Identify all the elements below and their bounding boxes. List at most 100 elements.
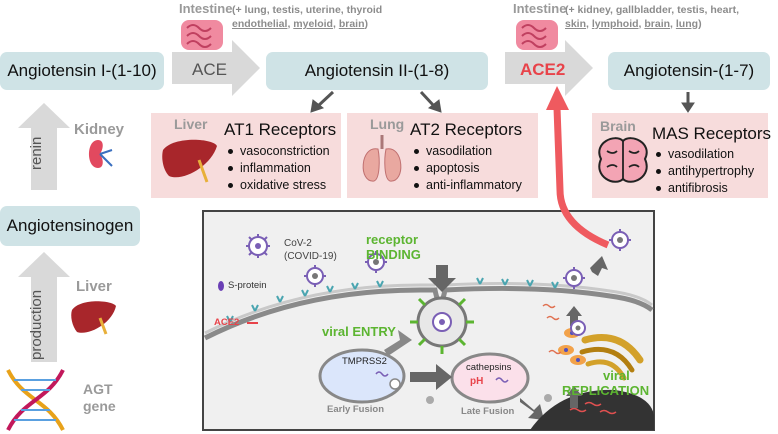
tmprss2-label: TMPRSS2: [342, 356, 387, 367]
mas-effect: antihypertrophy: [654, 163, 754, 180]
renin-arrow: [18, 103, 70, 190]
late-fusion-label: Late Fusion: [461, 406, 515, 417]
viral-entry-label: viral ENTRY: [322, 324, 396, 339]
arrow-to-mas: [681, 92, 695, 113]
production-label: production: [28, 289, 45, 360]
viral-label: viral: [603, 368, 630, 383]
at2-effects: vasodilation apoptosis anti-inflammatory: [412, 143, 522, 194]
intestine-left-line1: (+ lung, testis, uterine, thyroid: [232, 4, 383, 16]
mas-effect: antifibrosis: [654, 180, 754, 197]
at2-effect: apoptosis: [412, 160, 522, 177]
ace2-marker-label: ACE2: [214, 317, 240, 328]
mas-effects: vasodilation antihypertrophy antifibrosi…: [654, 146, 754, 197]
at1-title: AT1 Receptors: [224, 120, 337, 139]
liver-label-left: Liver: [76, 278, 112, 295]
cell-membrane: [203, 285, 654, 341]
intestine-right-item: skin: [565, 18, 587, 30]
agt-label-1: AGT: [83, 381, 113, 397]
angiotensin-17-box: Angiotensin-(1-7): [608, 52, 770, 90]
production-arrow: [18, 252, 70, 362]
at2-effect: vasodilation: [412, 143, 522, 160]
virus-4: [609, 229, 631, 251]
angiotensinogen-label: Angiotensinogen: [6, 216, 134, 235]
kidney-label: Kidney: [74, 121, 125, 138]
at2-effect: anti-inflammatory: [412, 177, 522, 194]
virus-3: [563, 267, 585, 289]
at2-title: AT2 Receptors: [410, 120, 523, 139]
replication-label: REPLICATION: [562, 383, 650, 398]
intestine-right-close: ): [698, 18, 702, 30]
exit-arrow: [590, 256, 608, 276]
intestine-left-item: myeloid: [293, 18, 333, 30]
intestine-left-note: (+ lung, testis, uterine, thyroid endoth…: [232, 3, 382, 31]
entry-down-arrow: [384, 330, 412, 356]
early-to-late-arrow: [410, 364, 452, 390]
kidney-icon: [89, 140, 113, 168]
angiotensin-ii-box: Angiotensin II-(1-8): [266, 52, 488, 90]
ph-label: pH: [470, 376, 484, 387]
golgi: [579, 334, 644, 381]
ace2-label: ACE2: [520, 60, 566, 79]
intestine-left-item: endothelial: [232, 18, 288, 30]
intestine-left-item: brain: [338, 18, 365, 30]
virus-2: [365, 251, 387, 273]
mas-effect: vasodilation: [654, 146, 754, 163]
intestine-left-title: Intestine: [179, 1, 233, 16]
intestine-right-note: (+ kidney, gallbladder, testis, heart, s…: [565, 3, 739, 31]
intestine-icon-right: [516, 20, 558, 50]
intestine-right-line1: (+ kidney, gallbladder, testis, heart,: [565, 4, 739, 16]
intestine-right-item: brain: [644, 18, 671, 30]
ace2-arrow: [505, 40, 593, 96]
ace2-red-arc: [553, 107, 610, 249]
at1-organ-label: Liver: [174, 116, 208, 132]
at1-effect: vasoconstriction: [226, 143, 330, 160]
ace-arrow: [172, 40, 260, 96]
intestine-left-close: ): [364, 18, 368, 30]
s-protein-icon: [218, 281, 224, 291]
replication-arrow-1: [566, 386, 582, 408]
receptor-label: receptor: [366, 232, 419, 247]
cathepsins-label: cathepsins: [466, 362, 512, 373]
dna-icon: [6, 369, 65, 431]
virus-1: [304, 265, 326, 287]
ace2-receptors: [226, 277, 559, 323]
mas-organ-label: Brain: [600, 118, 636, 134]
renin-label: renin: [28, 136, 45, 170]
cov2-label-1: CoV-2: [284, 238, 312, 249]
cov2-label-2: (COVID-19): [284, 251, 337, 262]
arrow-to-at1: [310, 90, 335, 113]
binding-arrow: [428, 265, 456, 292]
angiotensin-i-box: Angiotensin I-(1-10): [0, 52, 164, 90]
intestine-icon-left: [181, 20, 223, 50]
arrow-to-at2: [419, 90, 442, 113]
endocytic-vesicle: [410, 296, 474, 354]
lung-icon: [362, 135, 402, 182]
binding-label: BINDING: [366, 247, 421, 262]
intestine-right-item: lymphoid: [591, 18, 639, 30]
intestine-right-line2: skin, lymphoid, brain, lung): [565, 18, 702, 30]
intestine-right-item: lung: [675, 18, 699, 30]
brain-icon: [598, 137, 648, 183]
early-endosome: [318, 348, 406, 404]
late-to-nucleus-arrow: [520, 398, 544, 420]
at1-effect: inflammation: [226, 160, 330, 177]
late-endosome: [450, 352, 530, 404]
angiotensinogen-box: Angiotensinogen: [0, 206, 140, 246]
nucleus: [530, 389, 654, 430]
intestine-right-title: Intestine: [513, 1, 567, 16]
at1-effect: oxidative stress: [226, 177, 330, 194]
virus-5: [570, 320, 586, 336]
intestine-left-line2: endothelial, myeloid, brain): [232, 18, 368, 30]
s-protein-label: S-protein: [228, 280, 267, 291]
liver-icon-at1: [162, 139, 217, 183]
ace-label: ACE: [192, 60, 227, 79]
at2-organ-label: Lung: [370, 116, 405, 132]
liver-icon-left: [71, 301, 116, 335]
angiotensin-17-label: Angiotensin-(1-7): [623, 61, 755, 80]
mas-title: MAS Receptors: [652, 124, 772, 143]
angiotensin-i-label: Angiotensin I-(1-10): [7, 61, 157, 80]
virus-legend: [246, 234, 270, 258]
at1-effects: vasoconstriction inflammation oxidative …: [226, 143, 330, 194]
agt-label-2: gene: [83, 398, 116, 414]
